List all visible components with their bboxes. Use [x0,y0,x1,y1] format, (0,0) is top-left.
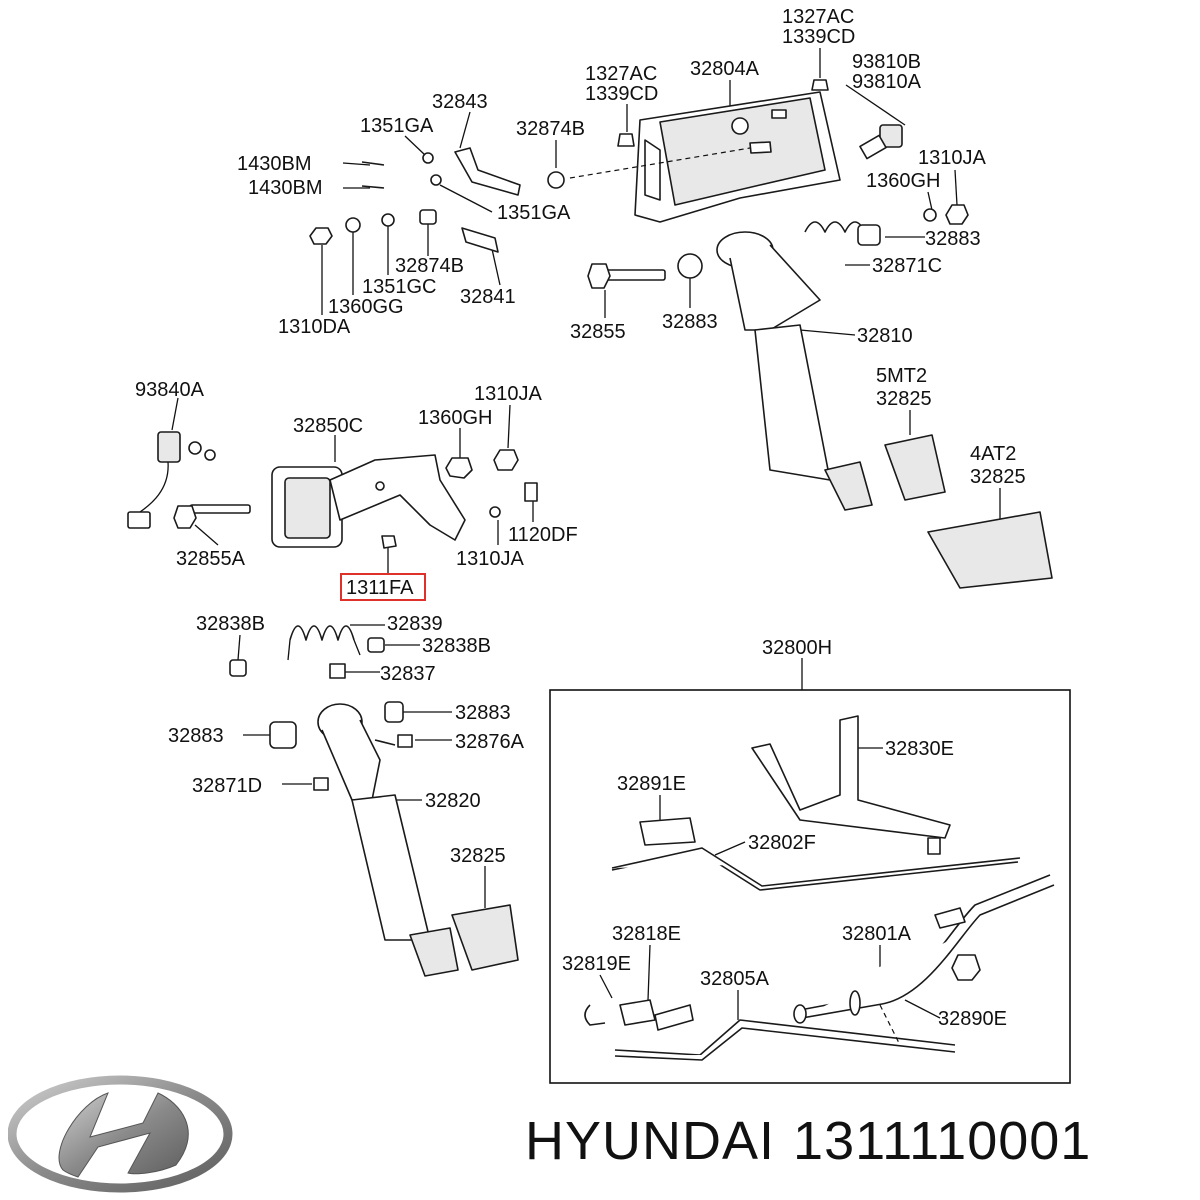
label-32891E: 32891E [617,773,686,795]
springs-32839 [229,625,385,679]
label-1360GH: 1360GH [418,407,493,429]
inset-box-32800H [549,689,1071,1084]
part-labels: 1327AC 1339CD 1327AC 1339CD 32804A 93810… [135,6,1026,1030]
label-32804A: 32804A [690,58,760,80]
label-32838B-right: 32838B [422,635,491,657]
label-32883-lower-left: 32883 [168,725,224,747]
label-32838B-left: 32838B [196,613,265,635]
label-32855A: 32855A [176,548,246,570]
label-32871D: 32871D [192,775,262,797]
switch-93840A [127,431,216,529]
switch-93810 [859,124,903,160]
label-32818E: 32818E [612,923,681,945]
pedal-pad-4AT2 [927,511,1053,589]
label-5MT2: 5MT2 [876,365,927,387]
label-1351GA-top: 1351GA [360,115,434,137]
label-32820: 32820 [425,790,481,812]
label-32839: 32839 [387,613,443,635]
brand-name: HYUNDAI [525,1111,776,1171]
label-32810: 32810 [857,325,913,347]
highlight-box [340,573,426,601]
label-32890E: 32890E [938,1008,1007,1030]
bracket-assembly-32804A [569,79,841,223]
label-1339CD: 1339CD [585,83,658,105]
part-number: 1311110001 [793,1111,1092,1171]
hardware-row-upper [309,209,499,253]
label-1310DA: 1310DA [278,316,351,338]
label-32874B-top: 32874B [516,118,585,140]
label-32800H: 32800H [762,637,832,659]
label-1311FA: 1311FA [346,577,414,599]
hyundai-logo-icon [8,1075,233,1193]
label-4AT2: 4AT2 [970,443,1016,465]
label-1327AC: 1327AC [585,63,657,85]
label-93810A: 93810A [852,71,922,93]
label-32825-lower: 32825 [450,845,506,867]
label-32805A: 32805A [700,968,770,990]
label-1430BM-a: 1430BM [237,153,312,175]
label-32825-5MT2: 32825 [876,388,932,410]
label-32837: 32837 [380,663,436,685]
label-32874B: 32874B [395,255,464,277]
label-32883-mid: 32883 [662,311,718,333]
footer-caption: HYUNDAI 1311110001 [525,1110,1109,1172]
label-32830E: 32830E [885,738,954,760]
label-32819E: 32819E [562,953,631,975]
label-93840A: 93840A [135,379,205,401]
label-1351GA: 1351GA [497,202,571,224]
pedal-pad-5MT2 [884,434,946,501]
bracket-32850C [173,449,538,549]
label-1360GG: 1360GG [328,296,404,318]
label-32871C: 32871C [872,255,942,277]
label-32850C: 32850C [293,415,363,437]
label-1120DF: 1120DF [508,524,578,546]
label-32855-top: 32855 [570,321,626,343]
pedal-32810 [587,221,881,511]
label-1360GH-top: 1360GH [866,170,941,192]
label-32801A: 32801A [842,923,912,945]
label-1351GC: 1351GC [362,276,437,298]
label-1310JA-low: 1310JA [456,548,524,570]
label-32825-4AT2: 32825 [970,466,1026,488]
pedal-32820 [269,701,459,977]
label-32876A: 32876A [455,731,525,753]
label-32843: 32843 [432,91,488,113]
inset-parts [584,715,1055,1061]
label-32802F: 32802F [748,832,816,854]
lever-32843 [361,147,969,225]
label-93810B: 93810B [852,51,921,73]
label-1430BM-b: 1430BM [248,177,323,199]
label-32883-top: 32883 [925,228,981,250]
label-1327AC-top: 1327AC [782,6,854,28]
label-32841: 32841 [460,286,516,308]
label-1310JA-mid: 1310JA [474,383,542,405]
pedal-pad-32825-lower [451,904,519,971]
label-1310JA-top: 1310JA [918,147,986,169]
label-1339CD-top: 1339CD [782,26,855,48]
label-32883-lower-right: 32883 [455,702,511,724]
